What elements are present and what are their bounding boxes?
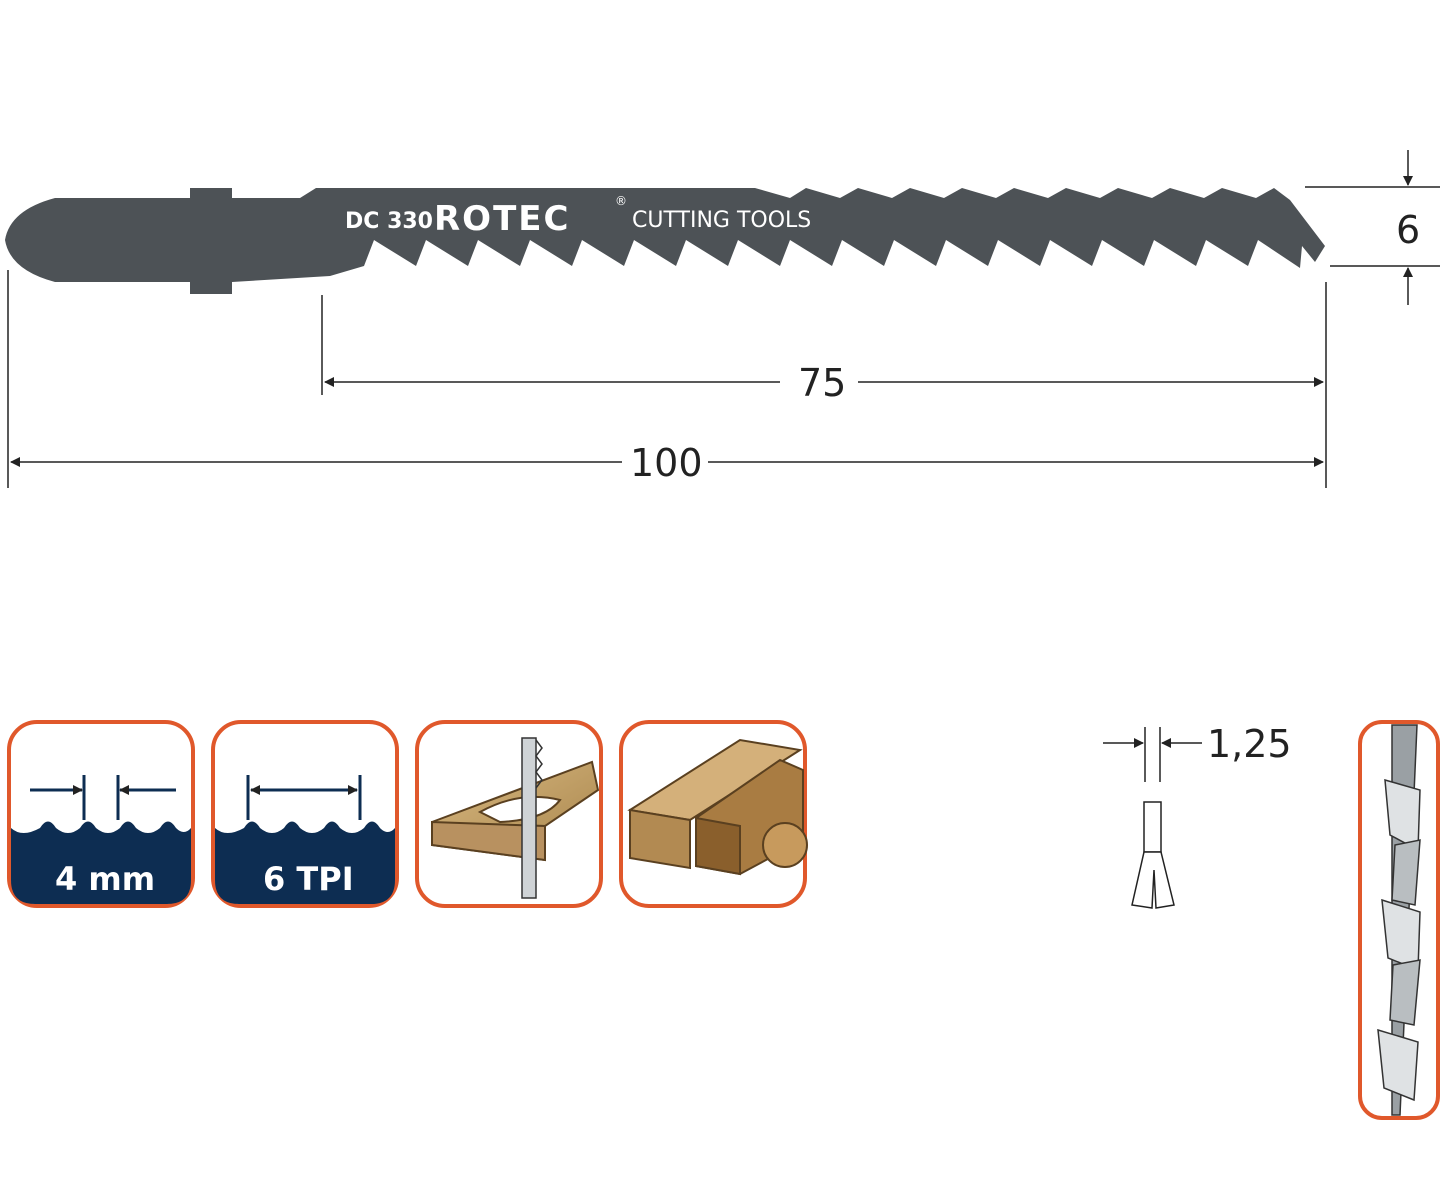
tpi-value: 6 TPI: [263, 860, 354, 898]
wood-profiles-icon: [619, 720, 808, 908]
brand-tagline: CUTTING TOOLS: [632, 208, 811, 233]
tooth-set-icon: [1358, 720, 1440, 1120]
total-length-dimension: [7, 270, 1324, 488]
jigsaw-blade: DC 330 ROTEC ® CUTTING TOOLS: [5, 188, 1325, 294]
thickness-value: 1,25: [1207, 722, 1292, 766]
blade-cross-section: [1131, 801, 1175, 909]
tooth-pitch-value: 4 mm: [55, 860, 155, 898]
registered-mark: ®: [615, 194, 627, 208]
jigsaw-wood-cut-icon: [415, 720, 603, 908]
blade-model: DC 330: [345, 209, 433, 234]
total-length-value: 100: [630, 441, 703, 485]
thickness-dimension: [1103, 727, 1202, 782]
height-dimension: [1305, 150, 1440, 305]
tpi-badge: 6 TPI: [211, 720, 399, 908]
cutting-length-dimension: [321, 282, 1327, 488]
tooth-pitch-badge: 4 mm: [7, 720, 195, 908]
height-value: 6: [1396, 208, 1420, 252]
cutting-length-value: 75: [798, 361, 846, 405]
brand-logo: ROTEC: [434, 199, 570, 239]
